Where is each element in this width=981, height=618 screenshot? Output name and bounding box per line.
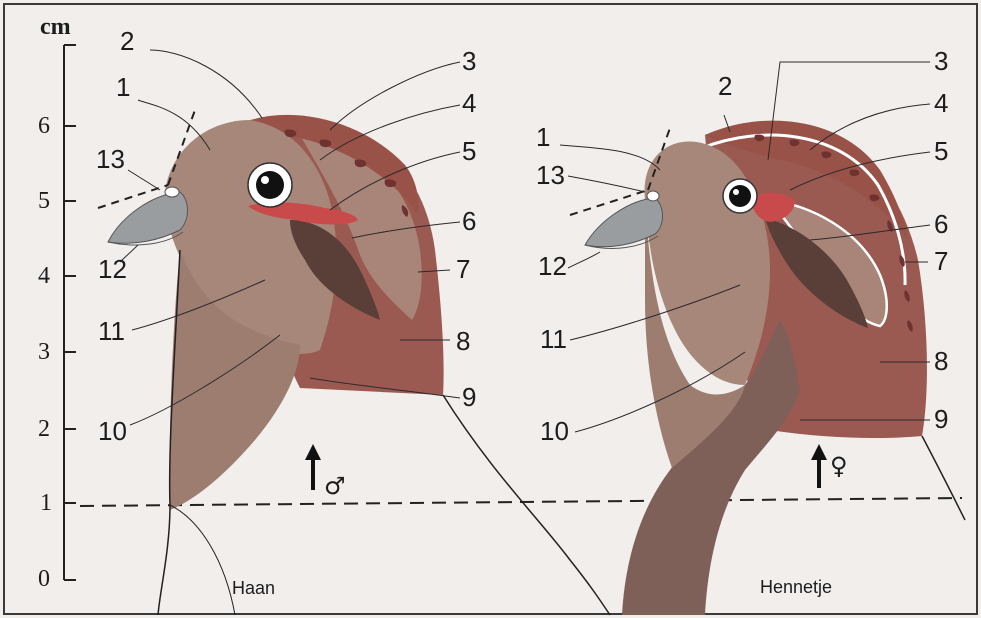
- ruler-tick-5: 5: [38, 188, 50, 214]
- male-label-4: 4: [462, 88, 476, 118]
- male-label-3: 3: [462, 46, 476, 76]
- ruler-tick-1: 1: [40, 490, 52, 516]
- male-label-5: 5: [462, 136, 476, 166]
- female-label-1: 1: [536, 122, 550, 152]
- female-label-9: 9: [934, 404, 948, 434]
- male-label-6: 6: [462, 206, 476, 236]
- ruler-tick-4: 4: [38, 263, 50, 289]
- female-label-10: 10: [540, 416, 569, 446]
- male-label-11: 11: [98, 316, 125, 346]
- male-nostril: [165, 187, 179, 197]
- female-label-13: 13: [536, 160, 565, 190]
- male-label-10: 10: [98, 416, 127, 446]
- female-label-3: 3: [934, 46, 948, 76]
- female-label-6: 6: [934, 209, 948, 239]
- female-symbol: ♀: [830, 452, 848, 480]
- male-label-12: 12: [98, 254, 127, 284]
- female-label-5: 5: [934, 136, 948, 166]
- unit-label: cm: [40, 14, 71, 40]
- female-label-4: 4: [934, 88, 948, 118]
- male-label-8: 8: [456, 326, 470, 356]
- female-label-7: 7: [934, 246, 948, 276]
- female-label-12: 12: [538, 251, 567, 281]
- ruler-tick-0: 0: [38, 566, 50, 592]
- male-label-1: 1: [116, 72, 130, 102]
- female-label-11: 11: [540, 324, 567, 354]
- female-label-2: 2: [718, 71, 732, 101]
- female-label-8: 8: [934, 346, 948, 376]
- male-caption: Haan: [232, 578, 275, 598]
- ruler-tick-3: 3: [38, 339, 50, 365]
- ruler-tick-6: 6: [38, 113, 50, 139]
- female-caption: Hennetje: [760, 577, 832, 597]
- male-label-13: 13: [96, 144, 125, 174]
- male-symbol: ♂: [324, 472, 346, 500]
- scale-ruler: cm 0 1 2 3 4 5 6: [38, 14, 76, 592]
- ruler-tick-2: 2: [38, 416, 50, 442]
- male-label-2: 2: [120, 26, 134, 56]
- male-label-7: 7: [456, 254, 470, 284]
- male-quail-head: ♂ Haan: [98, 110, 610, 615]
- male-pupil: [256, 171, 284, 199]
- female-nostril: [647, 191, 659, 201]
- female-quail-head: ♀ Hennetje: [570, 121, 965, 615]
- female-pupil: [729, 185, 751, 207]
- male-label-9: 9: [462, 382, 476, 412]
